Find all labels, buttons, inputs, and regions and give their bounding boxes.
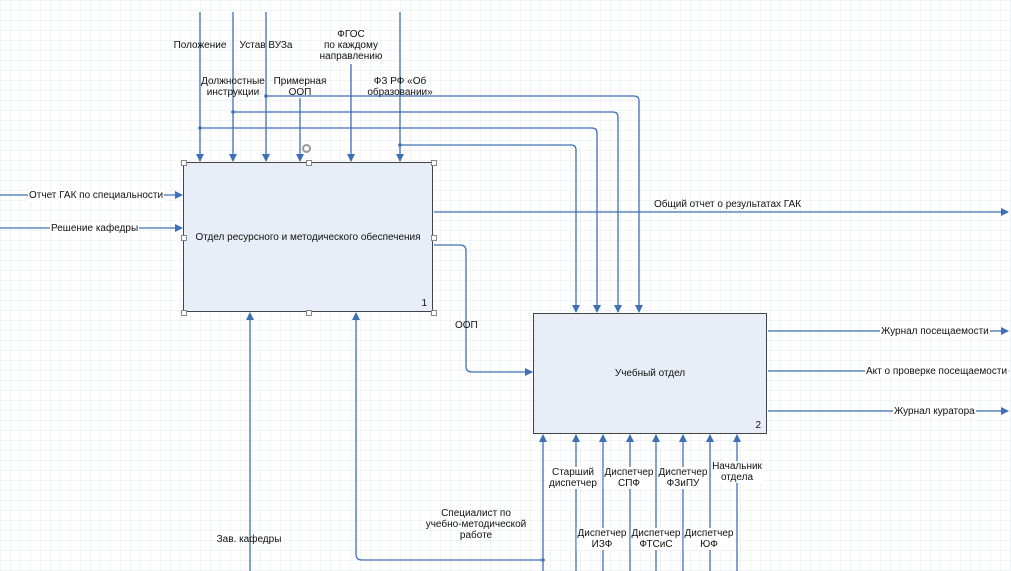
activity-box-1-number: 1 [421,298,427,309]
input-arrow-oop[interactable] [434,244,533,376]
control-arrow-branch-polozhenie[interactable] [200,127,601,313]
resize-handle[interactable] [306,160,312,166]
mechanism-label-disp-yuf: Диспетчер ЮФ [683,528,735,550]
activity-box-2[interactable]: Учебный отдел 2 [533,313,767,434]
junction-dot [264,94,268,98]
input-label-reshenie: Решение кафедры [50,223,140,234]
output-label-obshchiy-otchet: Общий отчет о результатах ГАК [654,199,802,210]
resize-handle[interactable] [431,310,437,316]
control-label-polozhenie: Положение [173,40,227,51]
input-label-otchet-gak: Отчет ГАК по специальности [28,190,165,201]
activity-box-2-number: 2 [755,420,761,431]
activity-box-1[interactable]: Отдел ресурсного и методического обеспеч… [183,162,433,312]
mechanism-label-disp-fzipu: Диспетчер ФЗиПУ [657,467,709,489]
control-label-fgos: ФГОС по каждому направлению [319,29,383,62]
mechanism-arrow-specialist[interactable] [352,312,544,571]
resize-handle[interactable] [431,160,437,166]
junction-dot [541,558,545,562]
control-label-fz-rf: ФЗ РФ «Об образовании» [367,76,433,98]
control-label-instrukcii: Должностные инструкции [201,76,265,98]
resize-handle[interactable] [431,235,437,241]
output-label-akt: Акт о проверке посещаемости [865,366,1009,377]
mechanism-label-disp-ftsis: Диспетчер ФТСиС [630,528,682,550]
output-label-zhurnal-kuratora: Журнал куратора [893,406,976,417]
junction-dot [398,143,402,147]
control-label-ustav: Устав ВУЗа [239,40,293,51]
input-label-oop: ООП [455,320,478,331]
activity-box-1-title: Отдел ресурсного и методического обеспеч… [195,231,421,243]
junction-dot [231,110,235,114]
output-label-zhurnal-poseshchaemosti: Журнал посещаемости [880,326,990,337]
junction-dot [198,126,202,130]
rotate-handle-icon[interactable] [302,144,311,153]
control-label-primernaya-oop: Примерная ООП [273,76,327,98]
control-arrow-branch-ustav[interactable] [266,95,643,313]
activity-box-2-title: Учебный отдел [614,368,686,379]
mechanism-label-disp-spf: Диспетчер СПФ [603,467,655,489]
resize-handle[interactable] [306,310,312,316]
resize-handle[interactable] [181,310,187,316]
mechanism-label-disp-izf: Диспетчер ИЗФ [576,528,628,550]
mechanism-label-nachalnik: Начальник отдела [711,461,763,483]
resize-handle[interactable] [181,235,187,241]
mechanism-label-specialist: Специалист по учебно-методической работе [425,508,527,541]
control-arrow-branch-fz[interactable] [400,144,580,313]
mechanism-label-starshiy: Старший диспетчер [548,467,598,489]
mechanism-label-zav-kafedry: Зав. кафедры [216,534,282,545]
control-arrow-branch-instrukcii[interactable] [233,111,622,313]
resize-handle[interactable] [181,160,187,166]
